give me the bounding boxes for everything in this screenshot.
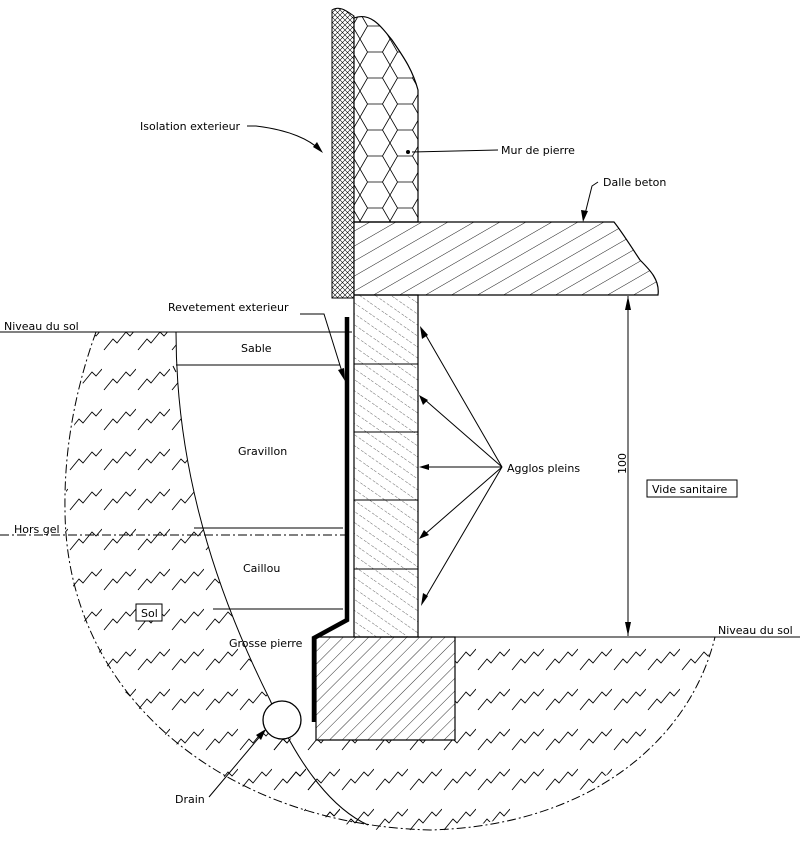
- concrete-slab: [353, 221, 659, 296]
- label-niveau-du-sol-right: Niveau du sol: [718, 624, 793, 637]
- label-sol: Sol: [141, 607, 158, 620]
- vide-sanitaire-label-box: [646, 479, 738, 498]
- small-marker: [172, 365, 177, 373]
- insulation-board: [331, 7, 355, 299]
- label-vide-sanitaire: Vide sanitaire: [652, 483, 727, 496]
- label-grosse-pierre: Grosse pierre: [229, 637, 303, 650]
- waterproofing-membrane: [311, 317, 350, 722]
- label-mur-de-pierre: Mur de pierre: [501, 144, 575, 157]
- label-drain: Drain: [175, 793, 205, 806]
- label-dimension-100: 100: [616, 453, 629, 474]
- label-gravillon: Gravillon: [238, 445, 287, 458]
- label-dalle-beton: Dalle beton: [603, 176, 666, 189]
- drain-pipe: [262, 700, 302, 740]
- label-caillou: Caillou: [243, 562, 280, 575]
- label-agglos-pleins: Agglos pleins: [507, 462, 580, 475]
- stone-wall: [353, 16, 419, 223]
- concrete-blocks: [353, 294, 419, 638]
- label-hors-gel: Hors gel: [14, 523, 60, 536]
- concrete-footing: [315, 636, 456, 741]
- label-isolation-exterieur: Isolation exterieur: [140, 120, 241, 133]
- label-niveau-du-sol-left: Niveau du sol: [4, 320, 79, 333]
- leader-lines: [208, 125, 599, 798]
- detail-boundary: [64, 331, 716, 831]
- label-sable: Sable: [241, 342, 272, 355]
- label-revetement-exterieur: Revetement exterieur: [168, 301, 289, 314]
- sol-label-box: [135, 603, 163, 622]
- height-dimension: [625, 296, 631, 636]
